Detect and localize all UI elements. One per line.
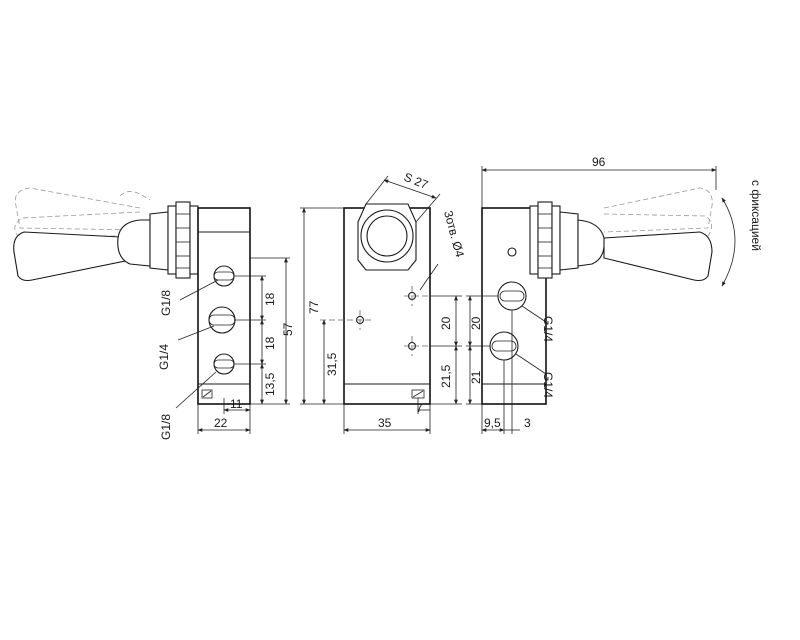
right-dim-9-5: 9,5 xyxy=(484,416,501,430)
left-handle xyxy=(13,201,199,282)
right-handle xyxy=(529,201,713,282)
middle-dim-35: 35 xyxy=(378,416,392,430)
middle-dim-21-5: 21,5 xyxy=(439,364,453,388)
middle-dim-77: 77 xyxy=(307,300,321,314)
holes-label: 3отв. Ø4 xyxy=(441,209,467,259)
left-port-label-3: G1/8 xyxy=(159,414,173,440)
left-dim-11: 11 xyxy=(230,397,243,411)
right-dim-96: 96 xyxy=(592,155,606,169)
left-port-label-1: G1/8 xyxy=(159,290,173,316)
middle-dim-20: 20 xyxy=(439,316,453,330)
left-dim-18-a: 18 xyxy=(263,292,277,306)
middle-view xyxy=(300,175,462,434)
right-view xyxy=(466,166,736,434)
middle-dim-7: 7 xyxy=(416,401,423,415)
left-dim-18-b: 18 xyxy=(263,336,277,350)
left-port-label-2: G1/4 xyxy=(157,344,171,370)
right-port-label-2: G1/4 xyxy=(541,372,555,398)
middle-nut xyxy=(357,203,417,271)
left-body xyxy=(197,207,251,405)
left-dim-13-5: 13,5 xyxy=(263,372,277,396)
right-dim-21: 21 xyxy=(469,370,483,384)
right-dim-3: 3 xyxy=(524,416,531,430)
right-port-label-1: G1/4 xyxy=(541,316,555,342)
right-dim-20: 20 xyxy=(469,316,483,330)
middle-dim-31-5: 31,5 xyxy=(325,352,339,376)
left-view xyxy=(13,187,290,434)
left-dim-57: 57 xyxy=(281,322,295,336)
fixation-note: с фиксацией xyxy=(749,180,763,251)
left-dim-22: 22 xyxy=(214,416,228,430)
right-handle-ghost xyxy=(603,187,713,237)
wrench-size-label: S 27 xyxy=(402,170,430,192)
